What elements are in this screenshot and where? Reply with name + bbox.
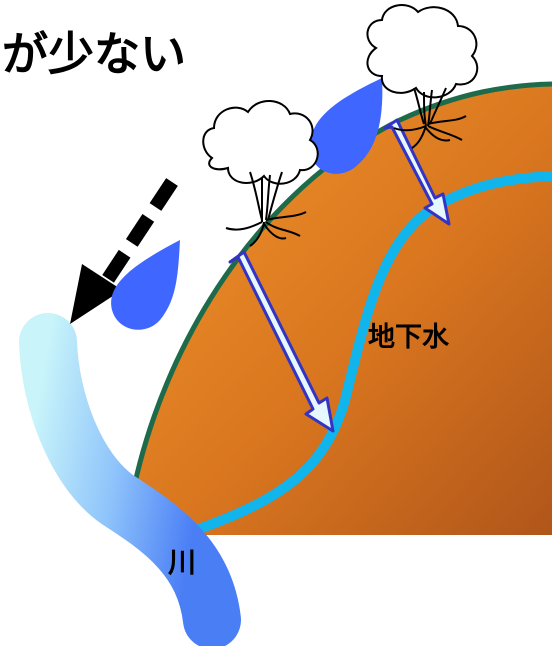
hill-surface-line xyxy=(123,81,552,536)
infiltration-arrow xyxy=(228,250,335,433)
groundwater-label: 地下水 xyxy=(368,322,450,353)
runoff-arrow xyxy=(70,178,178,324)
tree-icon xyxy=(366,4,479,149)
infiltration-arrow xyxy=(383,118,451,226)
groundwater-flow-line xyxy=(191,171,552,535)
tree-icon xyxy=(202,100,319,247)
raindrop-icon xyxy=(309,78,383,174)
river-label: 川 xyxy=(168,546,196,579)
river xyxy=(19,313,241,646)
diagram-title: が少ない xyxy=(2,27,186,81)
raindrop-icon xyxy=(111,240,180,330)
